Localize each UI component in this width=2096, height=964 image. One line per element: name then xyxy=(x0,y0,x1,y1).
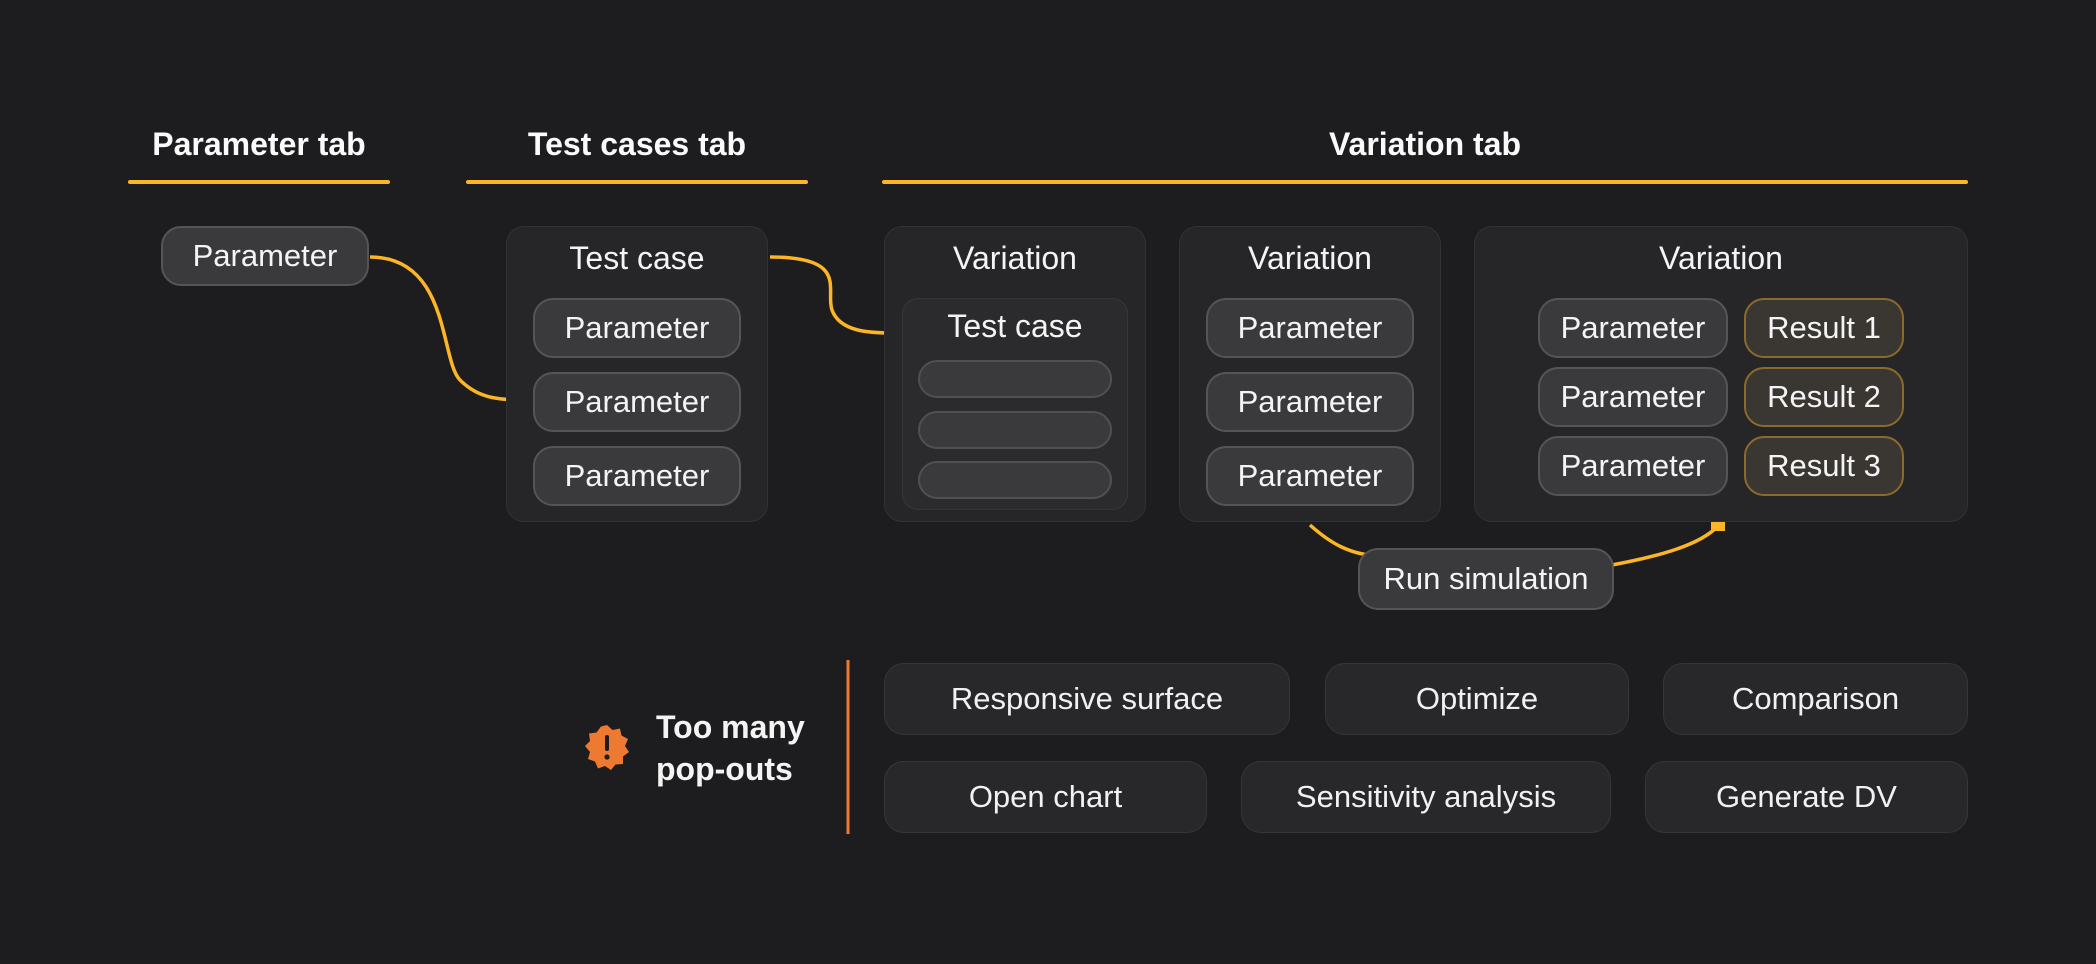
variation-parameter[interactable]: Parameter xyxy=(1538,436,1728,496)
empty-parameter-slot[interactable] xyxy=(918,461,1112,499)
test-case-parameter[interactable]: Parameter xyxy=(533,446,741,506)
variation-title: Variation xyxy=(1248,240,1372,276)
parameter-pill[interactable]: Parameter xyxy=(161,226,369,286)
empty-parameter-slot[interactable] xyxy=(918,360,1112,398)
test-case-title: Test case xyxy=(569,240,705,276)
comparison-button[interactable]: Comparison xyxy=(1663,663,1968,735)
variation-tab-underline xyxy=(882,180,1968,184)
variation-parameter[interactable]: Parameter xyxy=(1206,298,1414,358)
connector-parameter-to-testcase xyxy=(369,255,538,402)
run-simulation-button[interactable]: Run simulation xyxy=(1358,548,1614,610)
warning-line-1: Too many xyxy=(656,709,805,745)
variation-title: Variation xyxy=(1659,240,1783,276)
responsive-surface-button[interactable]: Responsive surface xyxy=(884,663,1290,735)
result-pill[interactable]: Result 1 xyxy=(1744,298,1904,358)
connector-simulation-to-results xyxy=(1611,524,1720,567)
test-case-parameter[interactable]: Parameter xyxy=(533,298,741,358)
connector-testcase-to-variation xyxy=(769,255,894,335)
variation-parameter[interactable]: Parameter xyxy=(1538,367,1728,427)
variation-title: Variation xyxy=(953,240,1077,276)
warning-text: Too many pop-outs xyxy=(656,706,836,792)
sensitivity-analysis-button[interactable]: Sensitivity analysis xyxy=(1241,761,1611,833)
test-cases-tab-title[interactable]: Test cases tab xyxy=(527,126,747,162)
empty-parameter-slot[interactable] xyxy=(918,411,1112,449)
result-pill[interactable]: Result 2 xyxy=(1744,367,1904,427)
variation-test-case-title: Test case xyxy=(947,308,1083,344)
test-case-parameter[interactable]: Parameter xyxy=(533,372,741,432)
open-chart-button[interactable]: Open chart xyxy=(884,761,1207,833)
optimize-button[interactable]: Optimize xyxy=(1325,663,1629,735)
generate-dv-button[interactable]: Generate DV xyxy=(1645,761,1968,833)
warning-line-2: pop-outs xyxy=(656,751,793,787)
result-pill[interactable]: Result 3 xyxy=(1744,436,1904,496)
variation-parameter[interactable]: Parameter xyxy=(1538,298,1728,358)
variation-tab-title[interactable]: Variation tab xyxy=(1328,126,1522,162)
test-cases-tab-underline xyxy=(466,180,808,184)
alert-badge-icon xyxy=(584,724,630,770)
parameter-tab-underline xyxy=(128,180,390,184)
variation-parameter[interactable]: Parameter xyxy=(1206,372,1414,432)
parameter-tab-title[interactable]: Parameter tab xyxy=(152,126,366,162)
variation-parameter[interactable]: Parameter xyxy=(1206,446,1414,506)
